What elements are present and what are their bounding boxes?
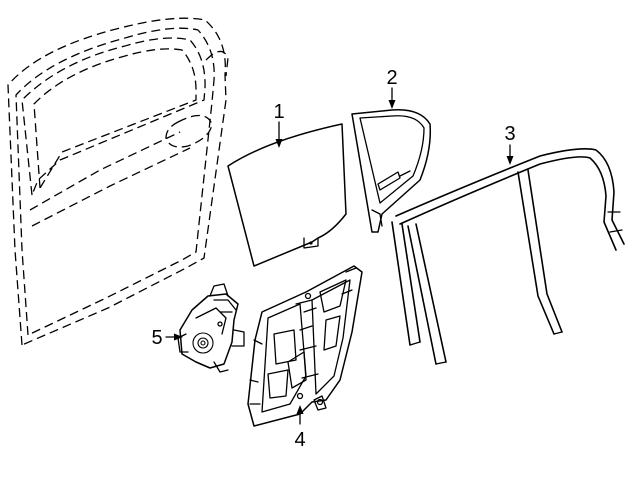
door-glass — [227, 123, 347, 267]
glass-run-channel — [391, 148, 625, 365]
window-regulator — [247, 265, 363, 427]
leader-lines — [165, 87, 514, 425]
regulator-motor — [177, 283, 245, 373]
callout-3: 3 — [504, 123, 515, 145]
callout-1: 1 — [273, 101, 284, 123]
arrowhead-4 — [296, 405, 304, 414]
arrowhead-1 — [275, 139, 283, 148]
arrowhead-3 — [506, 156, 514, 165]
callout-5: 5 — [151, 327, 162, 349]
arrowhead-5 — [174, 333, 183, 341]
quarter-glass — [351, 109, 432, 233]
rear-door-outline — [7, 17, 229, 346]
arrowhead-2 — [388, 100, 396, 109]
callout-4: 4 — [294, 429, 305, 451]
callout-2: 2 — [386, 67, 397, 89]
